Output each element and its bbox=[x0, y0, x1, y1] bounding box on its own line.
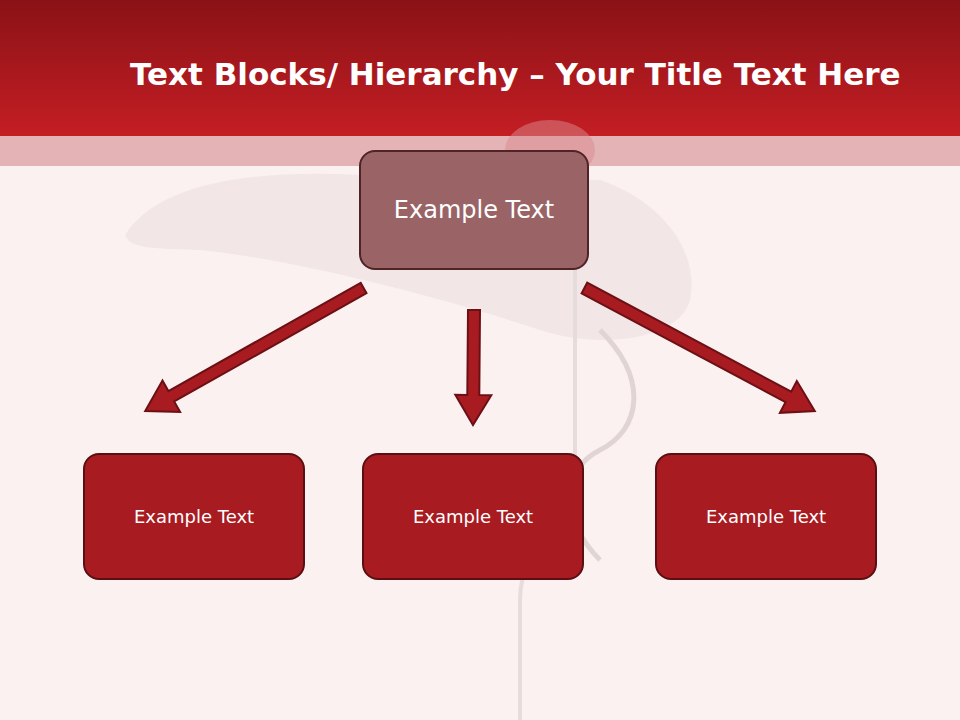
header-band bbox=[0, 0, 960, 136]
box-text: Example Text bbox=[706, 506, 826, 527]
arrow-shape bbox=[145, 283, 366, 412]
child-box: Example Text bbox=[83, 453, 305, 580]
slide-title: Text Blocks/ Hierarchy – Your Title Text… bbox=[130, 56, 901, 92]
parent-box: Example Text bbox=[359, 150, 589, 270]
block-arrow bbox=[455, 310, 491, 425]
box-text: Example Text bbox=[134, 506, 254, 527]
arrow-shape bbox=[455, 310, 491, 425]
arrow-shape bbox=[582, 283, 815, 413]
child-box: Example Text bbox=[362, 453, 584, 580]
box-text: Example Text bbox=[413, 506, 533, 527]
block-arrow bbox=[582, 283, 815, 413]
box-text: Example Text bbox=[394, 196, 554, 224]
block-arrow bbox=[145, 283, 366, 412]
child-box: Example Text bbox=[655, 453, 877, 580]
